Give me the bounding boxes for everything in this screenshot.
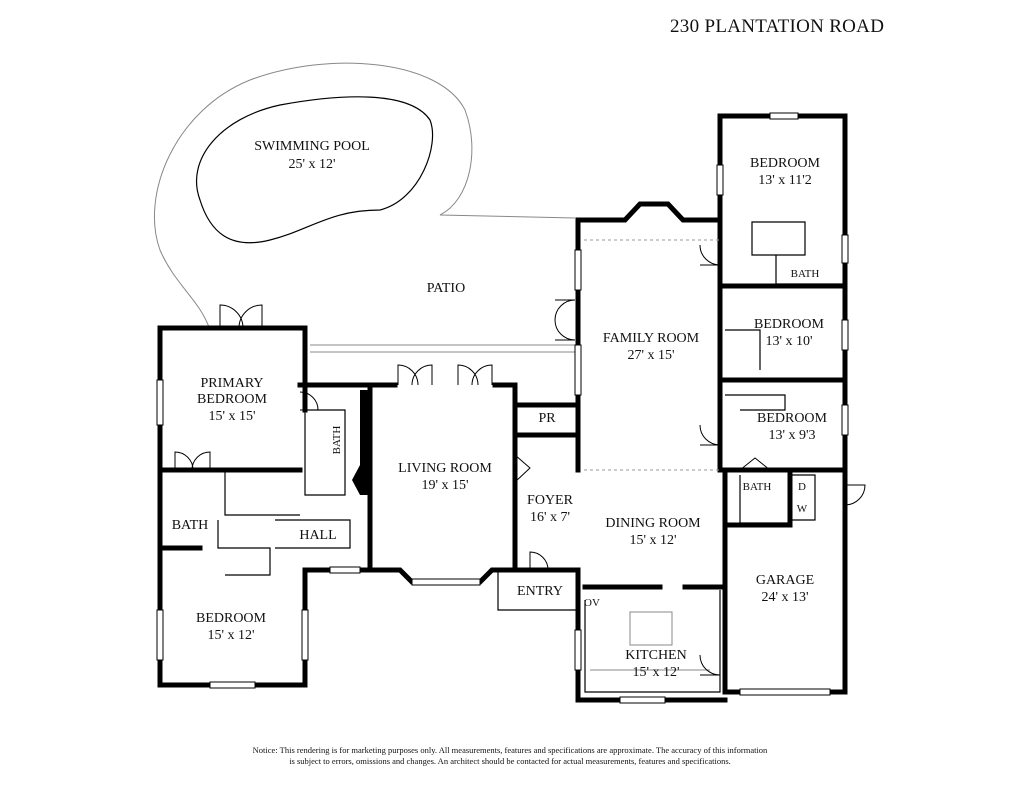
doors: [174, 244, 866, 676]
family-room-label: FAMILY ROOM: [603, 331, 700, 346]
pool-size: 25' x 12': [288, 157, 335, 172]
disclaimer-line-1: Notice: This rendering is for marketing …: [252, 745, 768, 755]
dryer-label: D: [798, 481, 806, 493]
bedroom-sw-size: 15' x 12': [207, 628, 254, 643]
washer-label: W: [797, 503, 808, 515]
hall-label: HALL: [299, 528, 336, 543]
dining-room-size: 15' x 12': [629, 533, 676, 548]
disclaimer-line-2: is subject to errors, omissions and chan…: [289, 756, 731, 766]
garage-size: 24' x 13': [761, 590, 808, 605]
swimming-pool-outline: [195, 96, 434, 244]
kitchen-size: 15' x 12': [632, 665, 679, 680]
pool-deck-outline: [153, 62, 576, 331]
primary-bedroom-size: 15' x 15': [208, 409, 255, 424]
bedroom-e2-label: BEDROOM: [757, 411, 828, 426]
dining-room-label: DINING ROOM: [605, 516, 701, 531]
bedroom-e1-label: BEDROOM: [754, 317, 825, 332]
foyer-label: FOYER: [527, 493, 574, 508]
disclaimer-notice: Notice: This rendering is for marketing …: [150, 745, 870, 767]
primary-bedroom-label-1: PRIMARY: [200, 376, 263, 391]
foyer-size: 16' x 7': [530, 510, 570, 525]
windows: [156, 112, 849, 704]
patio-label: PATIO: [427, 281, 465, 296]
patio-edge: [310, 344, 578, 353]
bedroom-ne-label: BEDROOM: [750, 156, 821, 171]
primary-bedroom-label-2: BEDROOM: [197, 392, 268, 407]
bath-primary-label: BATH: [331, 426, 343, 455]
bedroom-e2-size: 13' x 9'3: [768, 428, 815, 443]
bath-garage-label: BATH: [743, 481, 772, 493]
oven-label: OV: [584, 597, 600, 609]
garage-label: GARAGE: [756, 573, 814, 588]
living-room-label: LIVING ROOM: [398, 461, 492, 476]
room-labels: SWIMMING POOL 25' x 12' PATIO BEDROOM 13…: [172, 139, 828, 680]
pr-label: PR: [538, 411, 556, 426]
kitchen-label: KITCHEN: [625, 648, 686, 663]
entry-label: ENTRY: [517, 584, 563, 599]
bath-w-label: BATH: [172, 518, 209, 533]
pool-area: [153, 62, 576, 331]
bath-ne-label: BATH: [791, 268, 820, 280]
bedroom-sw-label: BEDROOM: [196, 611, 267, 626]
living-room-size: 19' x 15': [421, 478, 468, 493]
bedroom-e1-size: 13' x 10': [765, 334, 812, 349]
property-title: 230 PLANTATION ROAD: [670, 16, 885, 37]
pool-label: SWIMMING POOL: [254, 139, 370, 154]
bedroom-ne-size: 13' x 11'2: [758, 173, 812, 188]
family-room-size: 27' x 15': [627, 348, 674, 363]
partitions: [217, 221, 845, 693]
